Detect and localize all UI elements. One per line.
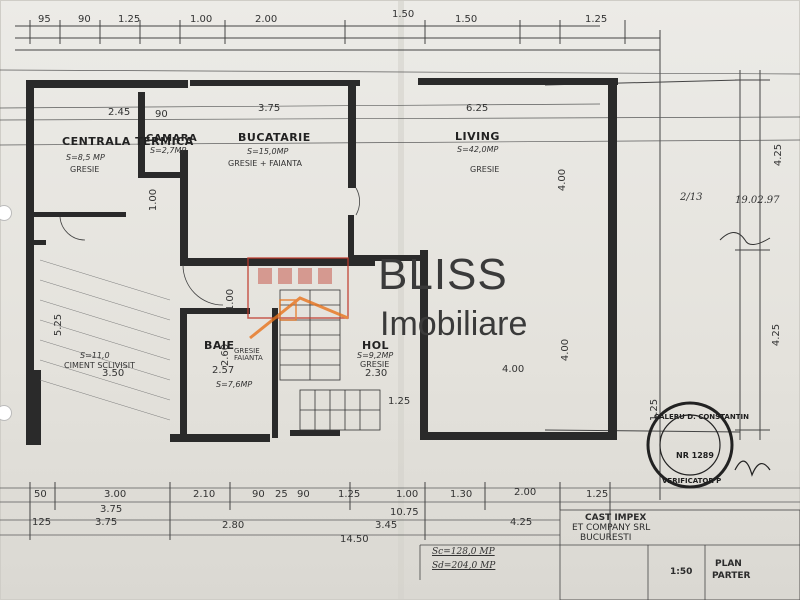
dim-bot2-4: 3.45 [375, 520, 398, 531]
verification-stamp [646, 401, 734, 489]
room-label-hol: HOL [362, 339, 390, 352]
dim-bot1-6: 90 [297, 489, 310, 500]
dim-top-5: 2.00 [255, 14, 278, 25]
dim-bot1-2: 3.00 [104, 489, 127, 500]
terrace-hatch [39, 259, 171, 421]
dim-stair-width: 1.25 [388, 396, 411, 407]
title-drawing-l1: PLAN [715, 559, 742, 569]
dim-left-height: 5.25 [53, 313, 65, 337]
terrace-area: S=11,0 [80, 351, 110, 360]
dim-hol-height: 4.00 [560, 338, 572, 362]
dim-right-2: 4.25 [771, 323, 783, 347]
dim-bot1-11: 1.25 [586, 489, 609, 500]
door-swings [59, 187, 360, 306]
room-area-camara: S=2,7MP [150, 146, 187, 155]
dim-bot2-1: 125 [32, 517, 52, 528]
dim-bot1-1: 50 [34, 489, 47, 500]
watermark-word1: BLISS [378, 250, 508, 299]
stamp-signature [734, 460, 771, 477]
room-finish-baie: GRESIE FAIANTA [234, 347, 263, 362]
dim-bot2-3: 2.80 [222, 520, 245, 531]
room-finish-living: GRESIE [470, 165, 500, 174]
dim-bot1-5: 25 [275, 489, 288, 500]
terrace-width: 3.50 [102, 368, 125, 379]
room-finish-hol: GRESIE [360, 360, 390, 369]
stamp-number: NR 1289 [676, 451, 714, 460]
room-area-bucatarie: S=15,0MP [247, 147, 289, 156]
dim-bot3-1: 3.75 [100, 504, 123, 515]
dim-pantry-wall: 1.00 [148, 188, 160, 212]
terrace-finish: CIMENT SCLIVISIT [64, 361, 135, 370]
developed-area: Sd=204,0 MP [432, 561, 496, 571]
room-area-living: S=42,0MP [457, 145, 499, 154]
dim-bot3-3: 14.50 [340, 534, 369, 545]
dim-bath-width: 2.57 [212, 365, 235, 376]
room-label-centrala: CENTRALA TERMICA [62, 135, 194, 148]
built-area: Sc=128,0 MP [432, 547, 495, 557]
dim-top-4: 1.00 [190, 14, 213, 25]
dim-top-6: 1.50 [392, 9, 415, 20]
title-company-l1: CAST IMPEX [585, 513, 647, 523]
dim-bot1-4: 90 [252, 489, 265, 500]
staircase [279, 289, 381, 431]
room-label-living: LIVING [455, 130, 500, 143]
dim-bath-door: 1.00 [225, 288, 237, 312]
title-scale: 1:50 [670, 567, 693, 577]
dim-bot1-3: 2.10 [193, 489, 216, 500]
room-area-centrala: S=8,5 MP [66, 153, 105, 162]
dim-kitchen-width: 3.75 [258, 103, 281, 114]
watermark-word2: Imobiliare [380, 305, 528, 343]
dim-right-1: 4.25 [773, 143, 785, 167]
dim-bot3-2: 10.75 [390, 507, 419, 518]
dim-living-bottom: 4.00 [502, 364, 525, 375]
punch-hole-bottom [0, 405, 12, 421]
annotation-date: 19.02.97 [735, 195, 780, 206]
room-label-baie: BAIE [204, 339, 235, 352]
title-company-l2: ET COMPANY SRL [572, 523, 651, 533]
room-label-bucatarie: BUCATARIE [238, 131, 311, 144]
right-dimension-lines [544, 30, 770, 500]
dim-bot1-8: 1.00 [396, 489, 419, 500]
room-label-camara: CAMARA [146, 133, 198, 144]
room-finish-centrala: GRESIE [70, 165, 100, 174]
room-area-baie: S=7,6MP [216, 380, 253, 389]
top-dimension-lines [15, 20, 660, 51]
dim-bot1-10: 2.00 [514, 487, 537, 498]
stamp-name: CALERU D. CONSTANTIN [654, 413, 749, 421]
handwritten-signature [719, 232, 771, 245]
title-city: BUCURESTI [580, 533, 632, 543]
room-finish-bucatarie: GRESIE + FAIANTA [228, 159, 302, 168]
dim-living-width: 6.25 [466, 103, 489, 114]
dim-bot1-7: 1.25 [338, 489, 361, 500]
dim-hol-width: 2.30 [365, 368, 388, 379]
dim-top-1: 95 [38, 14, 51, 25]
stamp-role: VERIFICATOR P [662, 477, 722, 485]
watermark-logo [247, 257, 349, 340]
title-drawing-l2: PARTER [712, 571, 751, 581]
dim-bot2-5: 4.25 [510, 517, 533, 528]
title-block-frame [419, 509, 800, 600]
dim-living-height: 4.00 [557, 168, 569, 192]
room-area-hol: S=9,2MP [357, 351, 394, 360]
dim-bot1-9: 1.30 [450, 489, 473, 500]
dim-pantry-depth: 90 [155, 109, 168, 120]
dim-bot2-2: 3.75 [95, 517, 118, 528]
punch-hole-top [0, 205, 12, 221]
bottom-dimension-ticks [29, 482, 611, 540]
dim-top-3: 1.25 [118, 14, 141, 25]
dim-top-7: 1.50 [455, 14, 478, 25]
annotation-code: 2/13 [680, 192, 703, 203]
dim-top-8: 1.25 [585, 14, 608, 25]
walls [26, 78, 618, 445]
dim-top-2: 90 [78, 14, 91, 25]
dim-pantry-width: 2.45 [108, 107, 131, 118]
